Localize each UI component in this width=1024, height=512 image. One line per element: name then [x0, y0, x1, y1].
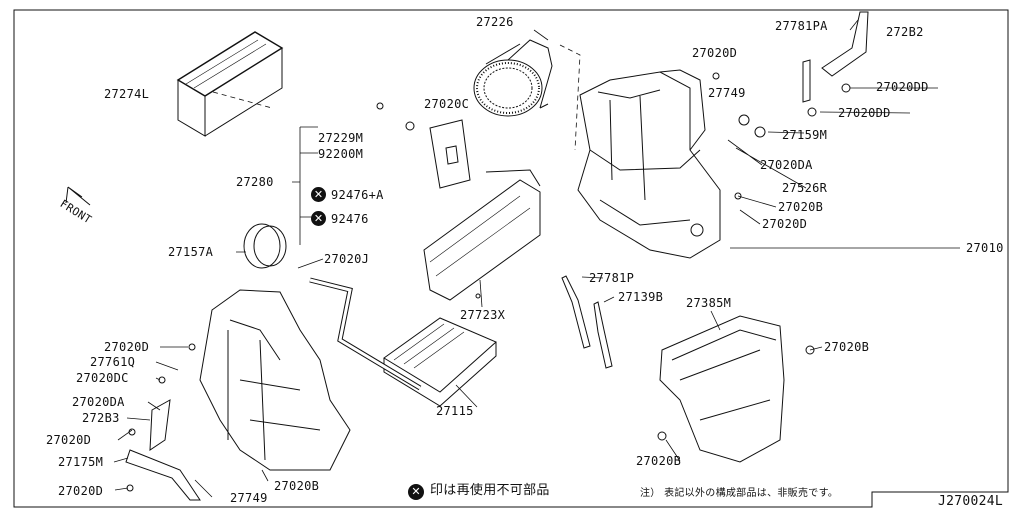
label-92476A: 92476+A: [331, 188, 384, 202]
label-27020C: 27020C: [424, 97, 470, 111]
label-272B2: 272B2: [886, 25, 924, 39]
fasteners: [126, 72, 851, 492]
heater-unit-drawing: [199, 289, 351, 471]
label-27020DA-left: 27020DA: [72, 395, 125, 409]
label-27226: 27226: [476, 15, 514, 29]
duct-272B2-drawing: [821, 11, 869, 77]
cabin-filter-drawing: [176, 31, 284, 137]
label-27385M: 27385M: [686, 296, 732, 310]
label-27723X: 27723X: [460, 308, 506, 322]
label-27020D-left2: 27020D: [46, 433, 92, 447]
label-27020J: 27020J: [324, 252, 370, 266]
label-27020DD-2: 27020DD: [838, 106, 891, 120]
not-reusable-legend: 印は再使用不可部品: [430, 483, 550, 498]
label-27020DA-right: 27020DA: [760, 158, 813, 172]
diagram-id: J270024L: [938, 494, 1004, 509]
label-27020B-lowright: 27020B: [636, 454, 682, 468]
label-27020D-left: 27020D: [104, 340, 150, 354]
label-272B3: 272B3: [82, 411, 120, 425]
seal-27781P-drawing: [561, 275, 591, 349]
x-circle-icon: ✕: [311, 187, 326, 202]
label-27020DC: 27020DC: [76, 371, 129, 385]
label-27526R: 27526R: [782, 181, 828, 195]
x-circle-icon: ✕: [311, 211, 326, 226]
footnote: 注） 表記以外の構成部品は、非販売です。: [640, 488, 839, 499]
label-27020D-top: 27020D: [692, 46, 738, 60]
bracket-272B3-drawing: [149, 399, 171, 451]
label-27139B: 27139B: [618, 290, 664, 304]
heater-core-drawing: [383, 317, 497, 407]
label-27749-top: 27749: [708, 86, 746, 100]
blower-motor-drawing: [473, 39, 553, 117]
x-circle-icon: ✕: [408, 484, 424, 500]
label-27157A: 27157A: [168, 245, 214, 259]
seal-27139B-drawing: [593, 301, 613, 369]
label-27280: 27280: [236, 175, 274, 189]
leader-lines: [113, 19, 960, 498]
label-27749-bottom: 27749: [230, 491, 268, 505]
label-27229M: 27229M: [318, 131, 364, 145]
label-27010: 27010: [966, 241, 1004, 255]
label-27020B-right: 27020B: [778, 200, 824, 214]
label-27020DD-1: 27020DD: [876, 80, 929, 94]
front-arrow-icon: [65, 186, 91, 206]
label-27020D-right: 27020D: [762, 217, 808, 231]
blower-housing-drawing: [577, 69, 721, 259]
label-27159M: 27159M: [782, 128, 828, 142]
label-27020B-mid: 27020B: [824, 340, 870, 354]
label-92200M: 92200M: [318, 147, 364, 161]
label-27274L: 27274L: [104, 87, 150, 101]
duct-27175M-drawing: [125, 449, 201, 501]
label-27115: 27115: [436, 404, 474, 418]
label-92476: 92476: [331, 212, 369, 226]
diagram-frame: [13, 9, 1009, 508]
label-27020D-left3: 27020D: [58, 484, 104, 498]
label-27175M: 27175M: [58, 455, 104, 469]
seal-27781PA-drawing: [802, 59, 811, 103]
seal-27020C-drawing: [429, 119, 471, 189]
evaporator-drawing: [423, 169, 541, 301]
label-27781PA: 27781PA: [775, 19, 828, 33]
label-27020B-bottom: 27020B: [274, 479, 320, 493]
case-27385M-drawing: [659, 315, 785, 463]
motor-27157A-drawing: [243, 223, 281, 269]
label-27761Q: 27761Q: [90, 355, 136, 369]
label-27781P: 27781P: [589, 271, 635, 285]
